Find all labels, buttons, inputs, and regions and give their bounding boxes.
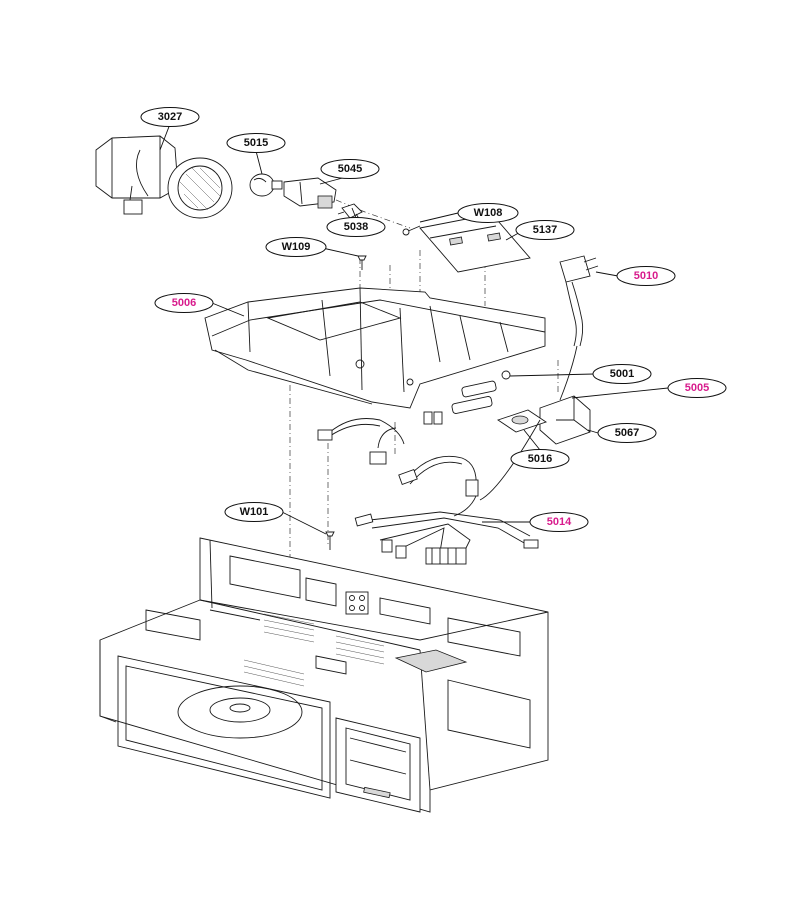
callout-label: W101 — [240, 506, 269, 518]
callout-5005: 5005 — [667, 378, 727, 398]
callout-5010: 5010 — [616, 266, 676, 286]
callout-3027: 3027 — [140, 107, 200, 127]
callout-label: 5038 — [344, 221, 368, 233]
callout-label: W108 — [474, 207, 503, 219]
callout-5038: 5038 — [326, 217, 386, 237]
part-5015-lamp — [249, 173, 283, 197]
callout-label: 5001 — [610, 368, 634, 380]
callout-5016: 5016 — [510, 449, 570, 469]
callout-5067: 5067 — [597, 423, 657, 443]
callout-5006: 5006 — [154, 293, 214, 313]
callout-label: 5005 — [685, 382, 709, 394]
callout-5001: 5001 — [592, 364, 652, 384]
part-5006-base-plate — [204, 287, 546, 409]
part-5001-fuse — [461, 370, 511, 398]
callout-5014: 5014 — [529, 512, 589, 532]
microwave-chassis — [99, 537, 549, 813]
part-5137-plate — [419, 213, 531, 273]
part-w108-screw — [402, 225, 421, 236]
part-w109-screw — [357, 255, 367, 270]
callout-w101: W101 — [224, 502, 284, 522]
callout-5045: 5045 — [320, 159, 380, 179]
callout-w108: W108 — [457, 203, 519, 223]
callout-label: 5016 — [528, 453, 552, 465]
part-5045-lamp-socket — [283, 177, 337, 209]
part-3027-blower-motor — [95, 135, 233, 219]
callout-label: 5045 — [338, 163, 362, 175]
part-5067-bracket — [539, 395, 591, 445]
callout-w109: W109 — [265, 237, 327, 257]
callout-label: 5067 — [615, 427, 639, 439]
callout-label: W109 — [282, 241, 311, 253]
part-5014-wire-harness — [317, 411, 541, 565]
callout-label: 5015 — [244, 137, 268, 149]
part-5005-fuse-holder — [451, 396, 493, 414]
callout-label: 5006 — [172, 297, 196, 309]
callout-label: 5010 — [634, 270, 658, 282]
part-5016-noise-filter — [496, 409, 548, 433]
callout-5015: 5015 — [226, 133, 286, 153]
callout-label: 3027 — [158, 111, 182, 123]
callout-label: 5137 — [533, 224, 557, 236]
part-5038-thermostat — [337, 203, 363, 221]
part-w101-screw — [325, 531, 335, 550]
callout-5137: 5137 — [515, 220, 575, 240]
callout-label: 5014 — [547, 516, 572, 528]
part-5010-power-cord — [559, 255, 599, 401]
